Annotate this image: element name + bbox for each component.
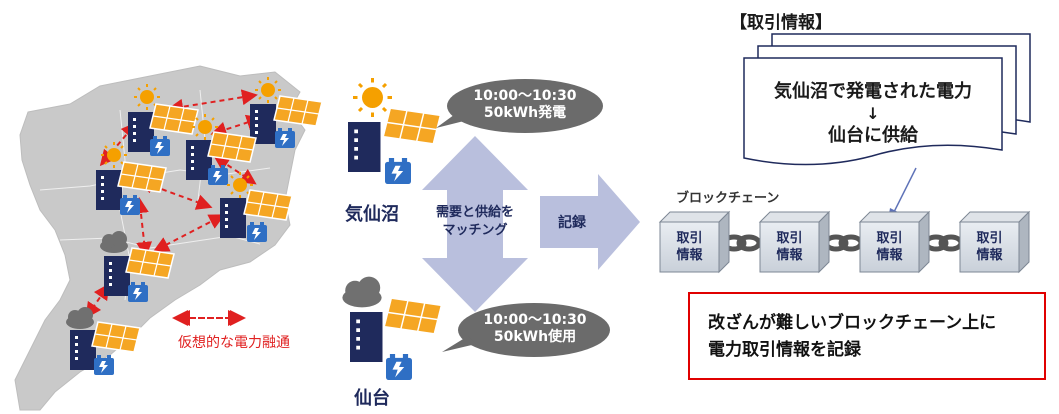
sendai-bubble-detail: 50kWh使用 <box>493 329 577 345</box>
block-2-line1: 取引 <box>776 231 803 246</box>
sendai-bubble: 10:00～10:30 50kWh使用 <box>470 312 600 346</box>
kesennuma-bubble-shape <box>436 79 603 133</box>
callout-line1: 改ざんが難しいブロックチェーン上に <box>708 313 997 333</box>
blockchain-title: ブロックチェーン <box>676 191 780 206</box>
kesennuma-bubble: 10:00～10:30 50kWh発電 <box>460 88 590 122</box>
matching-label: 需要と供給を マッチング <box>420 204 530 240</box>
record-arrow <box>540 174 640 270</box>
callout-box: 改ざんが難しいブロックチェーン上に 電力取引情報を記録 <box>688 292 1046 380</box>
block-3-line2: 情報 <box>876 248 903 263</box>
transaction-arrow: ↓ <box>866 104 880 123</box>
transaction-heading: 【取引情報】 <box>730 13 832 33</box>
kesennuma-label: 気仙沼 <box>345 204 399 225</box>
record-label: 記録 <box>558 215 586 231</box>
matching-label-line2: マッチング <box>442 223 508 238</box>
kesennuma-bubble-detail: 50kWh発電 <box>483 105 567 121</box>
sendai-bubble-time: 10:00～10:30 <box>483 312 587 328</box>
sendai-bubble-shape <box>442 303 610 357</box>
callout-line2: 電力取引情報を記録 <box>708 340 861 360</box>
document-pointer-line <box>892 167 917 215</box>
block-2-line2: 情報 <box>776 248 803 263</box>
block-4-line2: 情報 <box>976 248 1003 263</box>
block-1-line2: 情報 <box>676 248 703 263</box>
sendai-label: 仙台 <box>354 388 390 409</box>
transaction-line2: 仙台に供給 <box>828 125 918 146</box>
block-3-line1: 取引 <box>876 231 903 246</box>
block-2-label: 取引 情報 <box>760 230 819 264</box>
transaction-line1: 気仙沼で発電された電力 <box>774 81 972 102</box>
kesennuma-bubble-time: 10:00～10:30 <box>473 88 577 104</box>
legend-label: 仮想的な電力融通 <box>178 335 290 351</box>
block-4-line1: 取引 <box>976 231 1003 246</box>
block-1-label: 取引 情報 <box>660 230 719 264</box>
matching-label-line1: 需要と供給を <box>435 205 514 220</box>
transaction-content: 気仙沼で発電された電力 ↓ 仙台に供給 <box>744 80 1002 148</box>
matching-double-arrow <box>422 136 528 312</box>
blockchain-graphic <box>658 210 1031 274</box>
block-4-label: 取引 情報 <box>960 230 1019 264</box>
sendai-site-graphic <box>342 276 443 380</box>
block-1-line1: 取引 <box>676 231 703 246</box>
block-3-label: 取引 情報 <box>860 230 919 264</box>
transaction-document <box>743 33 1031 166</box>
kesennuma-site-graphic <box>348 76 442 184</box>
